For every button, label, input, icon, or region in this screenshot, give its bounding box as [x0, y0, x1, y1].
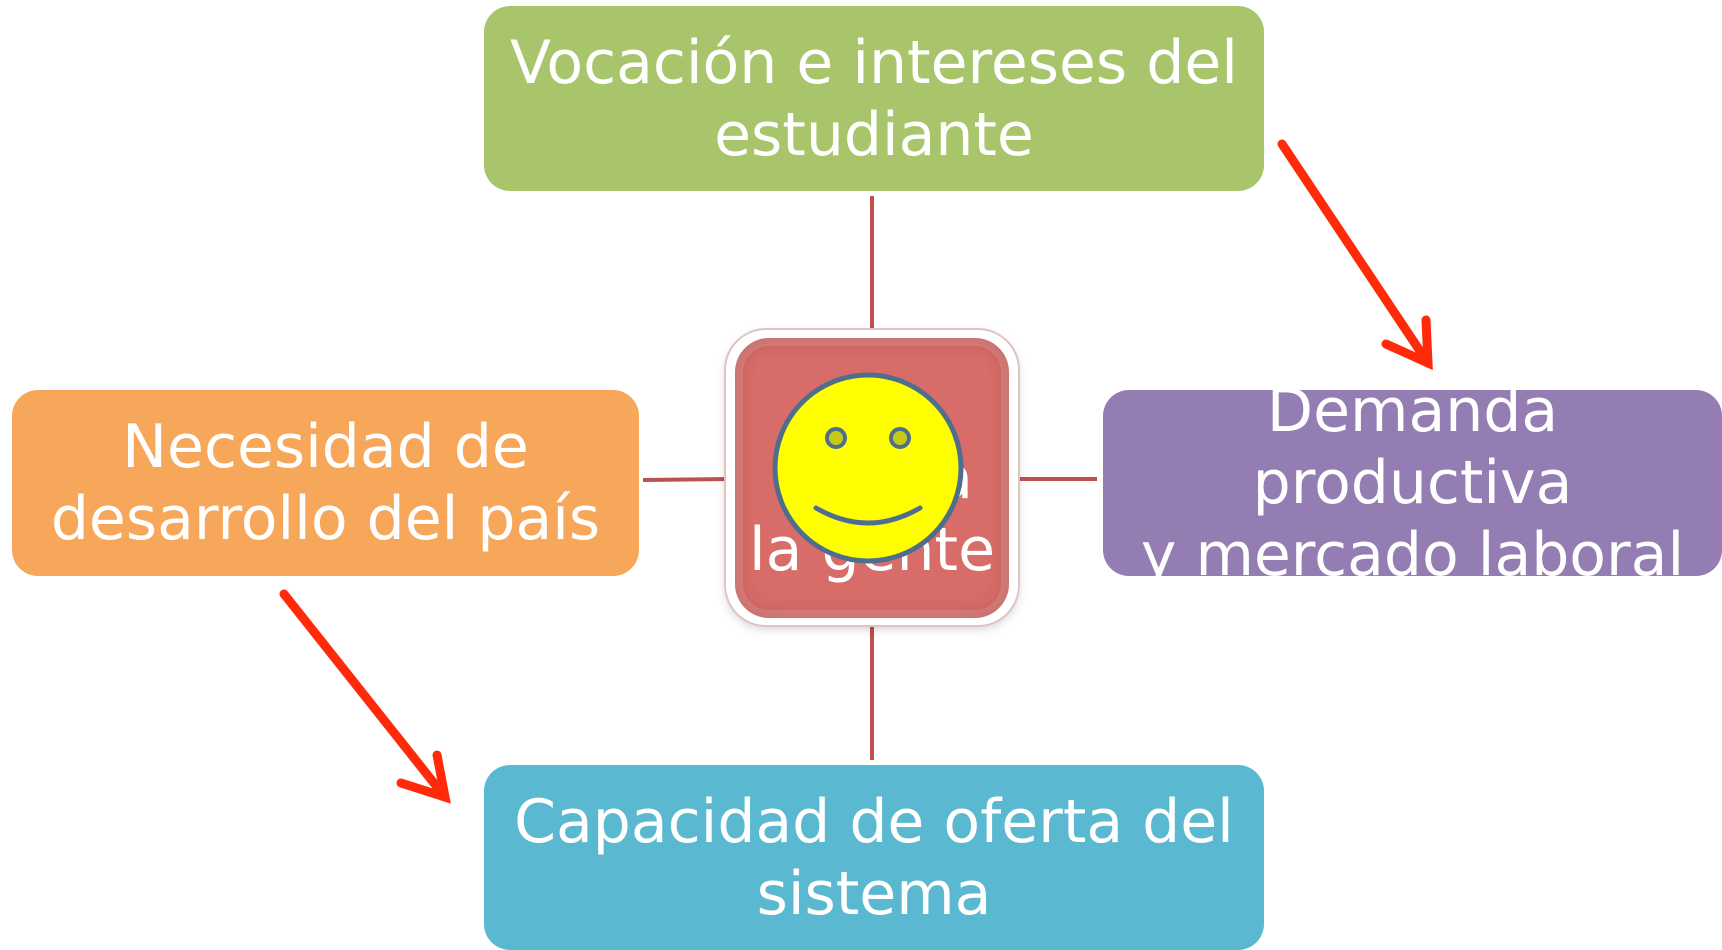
arrow-top-to-right — [1277, 139, 1433, 371]
box-top-line1: Vocación e intereses del — [510, 27, 1238, 98]
connector-left — [642, 477, 731, 482]
box-right-line2: y mercado laboral — [1140, 520, 1685, 590]
box-bottom-line1: Capacidad de oferta del — [514, 786, 1234, 857]
smiley-face-icon — [772, 372, 964, 564]
box-vocacion-intereses: Vocación e intereses del estudiante — [484, 6, 1264, 191]
box-left-line1: Necesidad de — [122, 412, 529, 482]
box-left-line2: desarrollo del país — [50, 484, 601, 554]
arrow-left-to-bottom — [279, 589, 451, 804]
box-top-line2: estudiante — [714, 99, 1034, 170]
box-capacidad-oferta: Capacidad de oferta del sistema — [484, 765, 1264, 950]
box-demanda-productiva: Demanda productiva y mercado laboral — [1103, 376, 1722, 590]
box-bottom-line2: sistema — [756, 858, 992, 929]
box-right-line1: Demanda productiva — [1252, 376, 1573, 518]
box-necesidad-desarrollo: Necesidad de desarrollo del país — [12, 390, 639, 576]
